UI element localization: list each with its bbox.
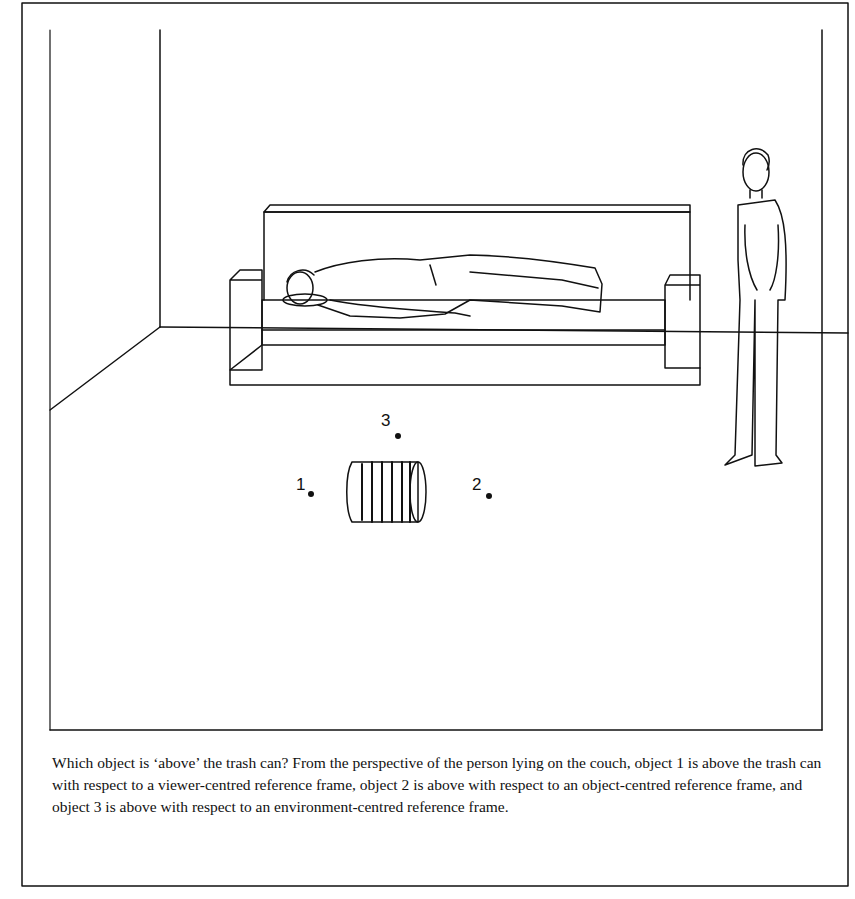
object-dot [486, 493, 492, 499]
floor-diagonal [50, 327, 160, 410]
lying-body [315, 255, 602, 318]
left-edge [49, 30, 50, 730]
callout-number: 1 [296, 476, 305, 493]
outer-frame [22, 3, 848, 886]
standing-neck [750, 190, 762, 198]
standing-body [725, 200, 786, 466]
couch-left-arm [230, 270, 262, 370]
figure-caption: Which object is ‘above’ the trash can? F… [52, 752, 832, 818]
couch-back [264, 212, 690, 300]
trash-can-ridges [362, 462, 410, 522]
trash-can-body [347, 462, 418, 522]
couch-seat [262, 300, 665, 330]
lying-arm [330, 300, 470, 316]
lying-legs [470, 272, 598, 288]
right-edge [821, 30, 823, 730]
callout-number: 3 [381, 412, 390, 429]
room-corner [159, 30, 161, 327]
couch-back-top [264, 205, 690, 212]
pillow [283, 294, 327, 306]
standing-head [743, 153, 769, 191]
couch-right-arm [665, 275, 700, 368]
standing-arms [745, 225, 779, 290]
object-dot [308, 491, 314, 497]
callout-number: 2 [472, 476, 481, 493]
trash-can-opening [410, 462, 426, 522]
lying-head [287, 272, 313, 304]
lying-hair [287, 270, 314, 282]
couch-base [230, 330, 700, 385]
object-dot [395, 433, 401, 439]
standing-hair [743, 149, 769, 170]
lying-belt [430, 265, 436, 285]
bottom-edge [50, 729, 822, 731]
